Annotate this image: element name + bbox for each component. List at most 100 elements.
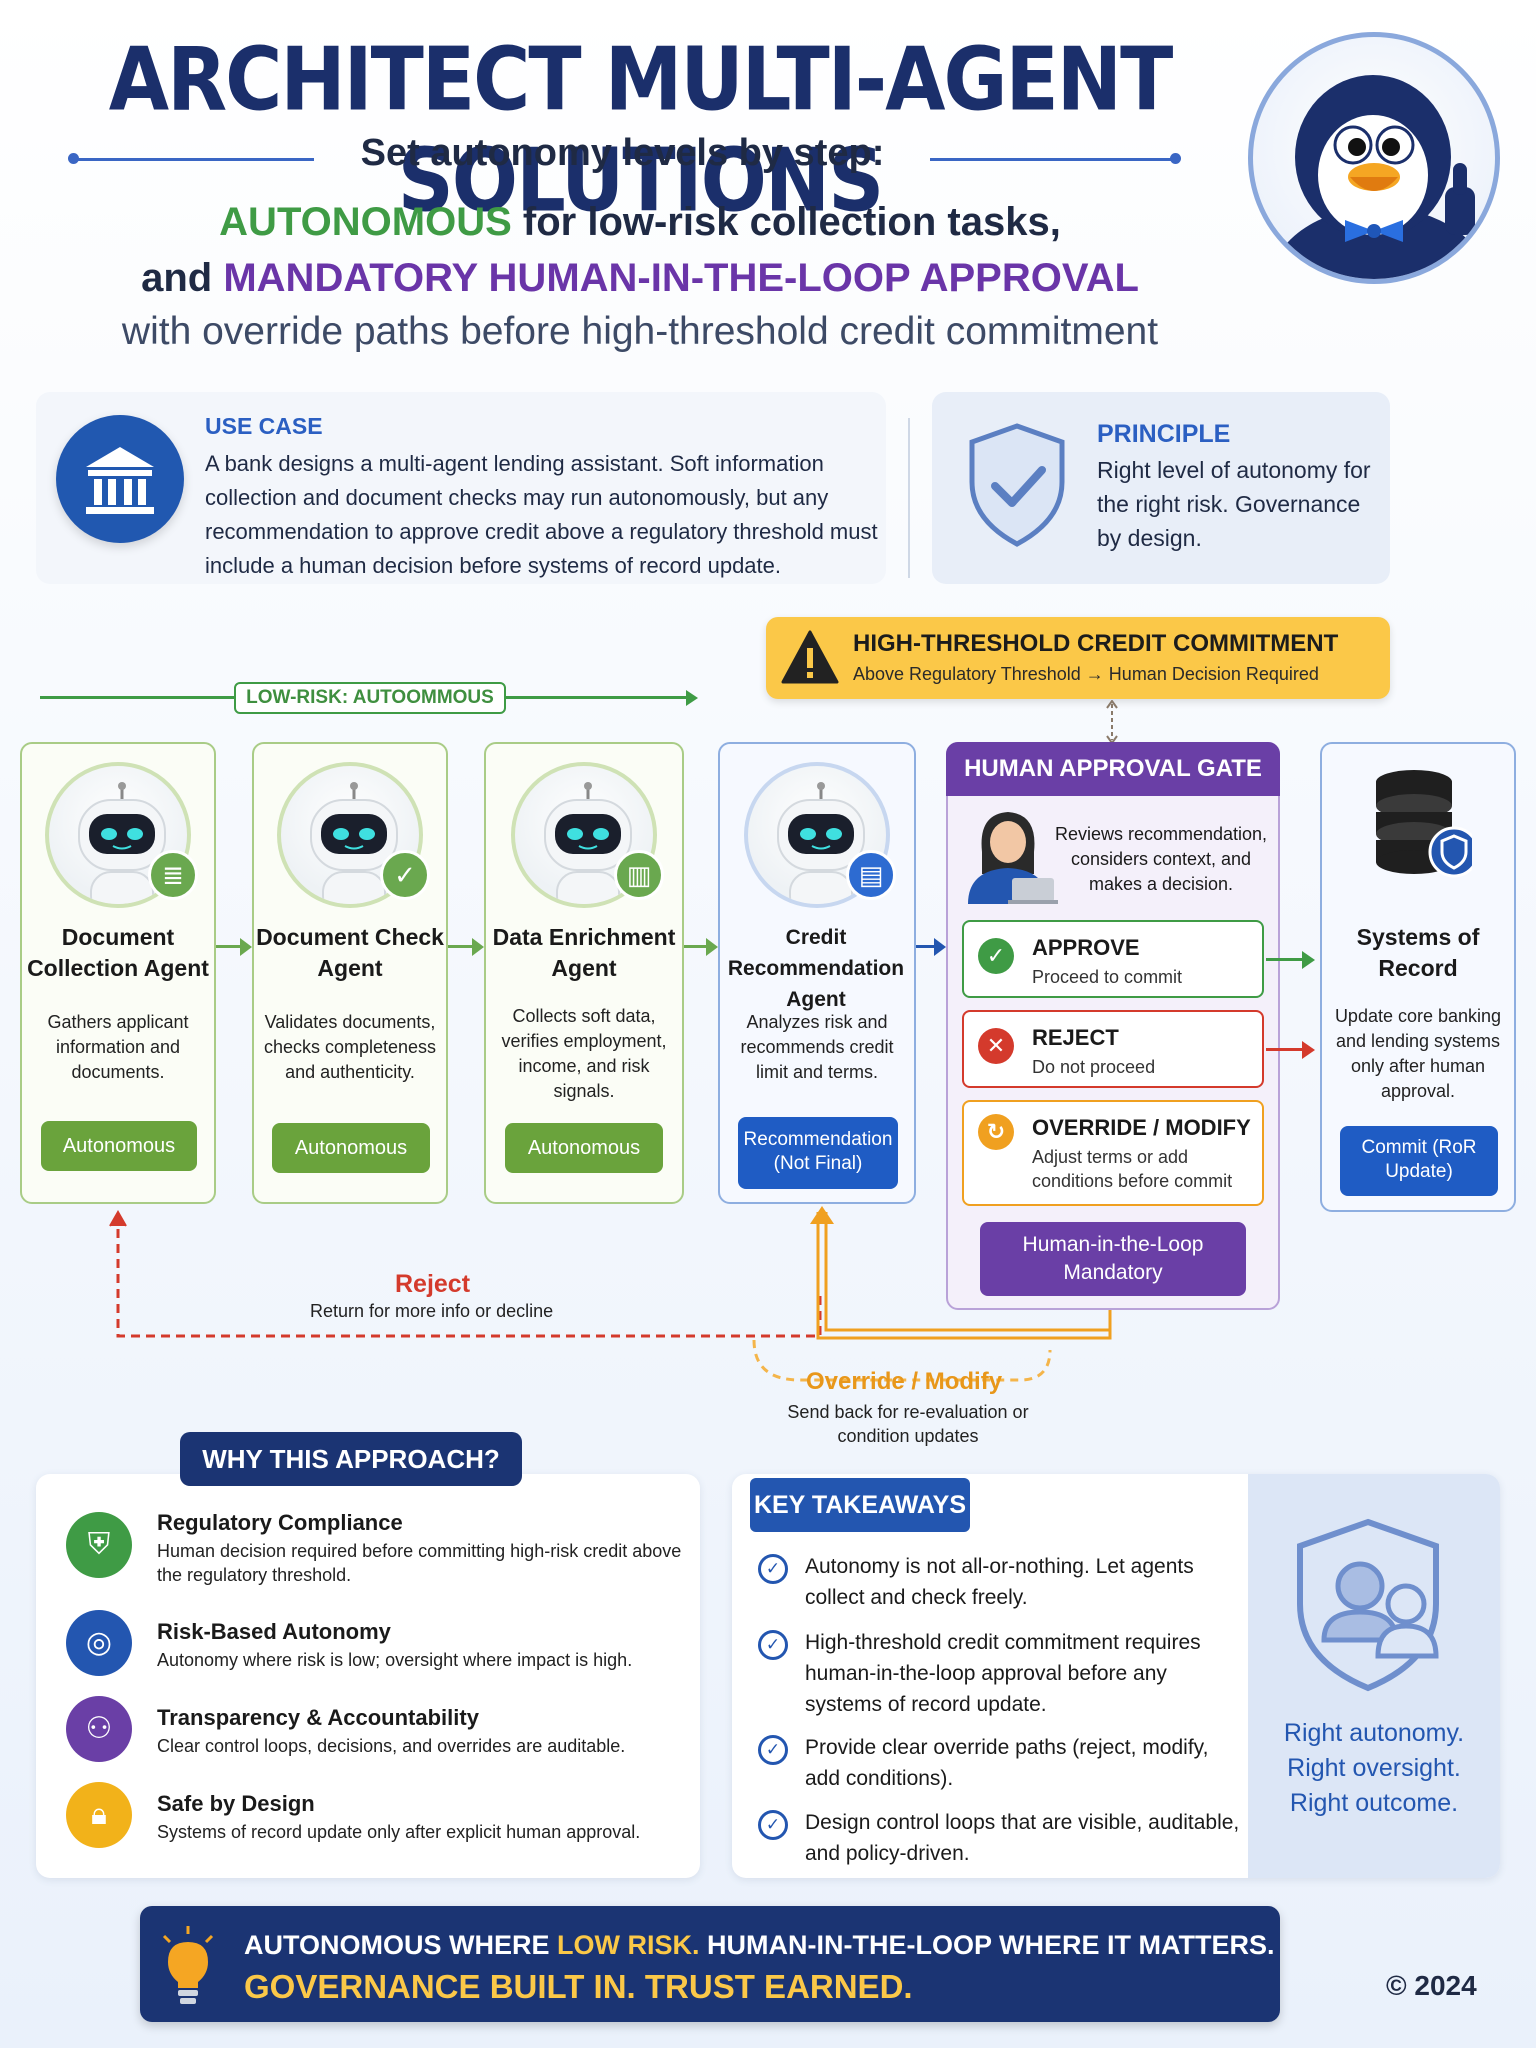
recommendation-status-pill: Recommendation (Not Final) (738, 1117, 898, 1189)
subtitle: Set autonomy levels by step: (360, 132, 885, 174)
low-risk-badge: LOW-RISK: AUTOOMMOUS (234, 682, 506, 714)
approve-arrow (1266, 958, 1306, 961)
high-threshold-banner (766, 617, 1390, 699)
why-item-title: Safe by Design (157, 1791, 315, 1816)
robot-avatar-icon (744, 762, 890, 908)
flow-arrow-head (472, 938, 484, 956)
shield-check-icon (962, 420, 1072, 555)
flow-arrow (448, 945, 474, 948)
reject-x-icon: ✕ (978, 1028, 1014, 1064)
override-loop-label: Override / Modify (806, 1368, 1003, 1395)
shield-check-icon: ⛨ (66, 1512, 132, 1578)
why-approach-card (36, 1474, 700, 1878)
footer-line-1: AUTONOMOUS WHERE LOW RISK. HUMAN-IN-THE-… (244, 1930, 1274, 1961)
autonomous-status-pill: Autonomous (41, 1121, 197, 1171)
reject-arrow (1266, 1048, 1306, 1051)
headline-line-1-rest: for low-risk collection tasks, (511, 200, 1061, 244)
autonomous-highlight: AUTONOMOUS (219, 200, 512, 244)
check-icon: ✓ (758, 1735, 788, 1765)
feedback-loops (0, 1200, 1160, 1405)
copyright: © 2024 (1386, 1970, 1477, 2001)
autonomous-status-pill: Autonomous (505, 1123, 663, 1173)
warning-icon (780, 628, 840, 691)
why-item-text: Clear control loops, decisions, and over… (157, 1736, 626, 1756)
approve-arrow-head (1302, 951, 1315, 969)
hitl-highlight: MANDATORY HUMAN-IN-THE-LOOP APPROVAL (223, 256, 1139, 300)
high-threshold-subtitle: Above Regulatory Threshold → Human Decis… (853, 664, 1319, 684)
reject-subtitle: Do not proceed (1032, 1057, 1156, 1077)
takeaway-item: Design control loops that are visible, a… (805, 1811, 1240, 1865)
headline-line-2: and MANDATORY HUMAN-IN-THE-LOOP APPROVAL (40, 256, 1240, 301)
why-item-title: Regulatory Compliance (157, 1510, 403, 1535)
agent-description: Collects soft data, verifies employment,… (501, 1006, 667, 1101)
flow-arrow-head (706, 938, 718, 956)
takeaway-item: Provide clear override paths (reject, mo… (805, 1736, 1209, 1790)
agent-name: Credit Recommendation Agent (727, 926, 905, 1011)
agent-description: Gathers applicant information and docume… (47, 1012, 189, 1082)
agent-name: Data Enrichment Agent (492, 924, 676, 981)
headline-line-3: with override paths before high-threshol… (121, 310, 1159, 353)
flow-arrow (916, 945, 938, 948)
systems-of-record-description: Update core banking and lending systems … (1334, 1006, 1502, 1101)
takeaways-slogan: Right autonomy. Right oversight. Right o… (1283, 1719, 1465, 1817)
footer-low-risk: LOW RISK. (557, 1930, 700, 1960)
document-icon: ≣ (148, 850, 198, 900)
headline-line-2-prefix: and (141, 256, 224, 300)
override-cycle-icon: ↻ (978, 1114, 1014, 1150)
override-loop-subtitle: Send back for re-evaluation or condition… (787, 1402, 1029, 1446)
reject-loop-subtitle: Return for more info or decline (310, 1301, 554, 1321)
why-approach-header: WHY THIS APPROACH? (180, 1432, 522, 1486)
checkmark-icon: ✓ (380, 850, 430, 900)
principle-label: PRINCIPLE (1097, 420, 1231, 448)
agent-name: Document Check Agent (256, 924, 444, 981)
lock-icon: 🔒︎ (66, 1782, 132, 1848)
flow-arrow (684, 945, 710, 948)
low-risk-arrow-head (686, 690, 698, 706)
why-item-text: Systems of record update only after expl… (157, 1822, 641, 1842)
check-icon: ✓ (758, 1630, 788, 1660)
override-title: OVERRIDE / MODIFY (1032, 1115, 1251, 1140)
flow-arrow-head (934, 938, 946, 956)
human-reviewer-icon (962, 804, 1058, 909)
subtitle-rule-left (74, 158, 314, 161)
high-threshold-title: HIGH-THRESHOLD CREDIT COMMITMENT (853, 630, 1339, 657)
check-icon: ✓ (758, 1554, 788, 1584)
why-item-title: Risk-Based Autonomy (157, 1619, 391, 1644)
reject-arrow-head (1302, 1041, 1315, 1059)
approve-check-icon: ✓ (978, 938, 1014, 974)
reject-loop-label: Reject (395, 1270, 471, 1298)
lightbulb-icon (158, 1924, 218, 2011)
override-option[interactable] (962, 1100, 1264, 1206)
hitl-mandatory-pill: Human-in-the-Loop Mandatory (980, 1222, 1246, 1296)
commit-button[interactable]: Commit (RoR Update) (1340, 1126, 1498, 1196)
flow-arrow-head (240, 938, 252, 956)
footer-text-a: AUTONOMOUS WHERE (244, 1930, 558, 1960)
agent-description: Analyzes risk and recommends credit limi… (740, 1012, 894, 1082)
why-item-text: Autonomy where risk is low; oversight wh… (157, 1650, 633, 1670)
why-item-text: Human decision required before committin… (157, 1541, 682, 1585)
agent-description: Validates documents, checks completeness… (263, 1012, 437, 1082)
bank-icon (56, 415, 184, 543)
bar-chart-icon: ▥ (614, 850, 664, 900)
penguin-mascot-icon (1248, 32, 1500, 284)
robot-avatar-icon (277, 762, 423, 908)
footer-text-c: HUMAN-IN-THE-LOOP WHERE IT MATTERS. (699, 1930, 1275, 1960)
headline-line-1: AUTONOMOUS for low-risk collection tasks… (40, 200, 1240, 245)
gate-description: Reviews recommendation, considers contex… (1054, 824, 1268, 894)
override-subtitle: Adjust terms or add conditions before co… (1032, 1147, 1233, 1191)
use-case-text: A bank designs a multi-agent lending ass… (205, 451, 878, 578)
target-icon: ◎ (66, 1610, 132, 1676)
robot-avatar-icon (45, 762, 191, 908)
subtitle-dot-right (1170, 153, 1181, 164)
takeaway-item: High-threshold credit commitment require… (805, 1631, 1201, 1716)
autonomous-status-pill: Autonomous (272, 1123, 430, 1173)
key-takeaways-header: KEY TAKEAWAYS (750, 1478, 970, 1532)
principle-text: Right level of autonomy for the right ri… (1097, 457, 1371, 551)
use-case-label: USE CASE (205, 413, 323, 439)
subtitle-dot-left (68, 153, 79, 164)
approve-title: APPROVE (1032, 935, 1140, 960)
gate-header: HUMAN APPROVAL GATE (946, 742, 1280, 796)
systems-of-record-name: Systems of Record (1356, 924, 1480, 981)
takeaway-item: Autonomy is not all-or-nothing. Let agen… (805, 1555, 1194, 1609)
agent-name: Document Collection Agent (27, 924, 209, 981)
